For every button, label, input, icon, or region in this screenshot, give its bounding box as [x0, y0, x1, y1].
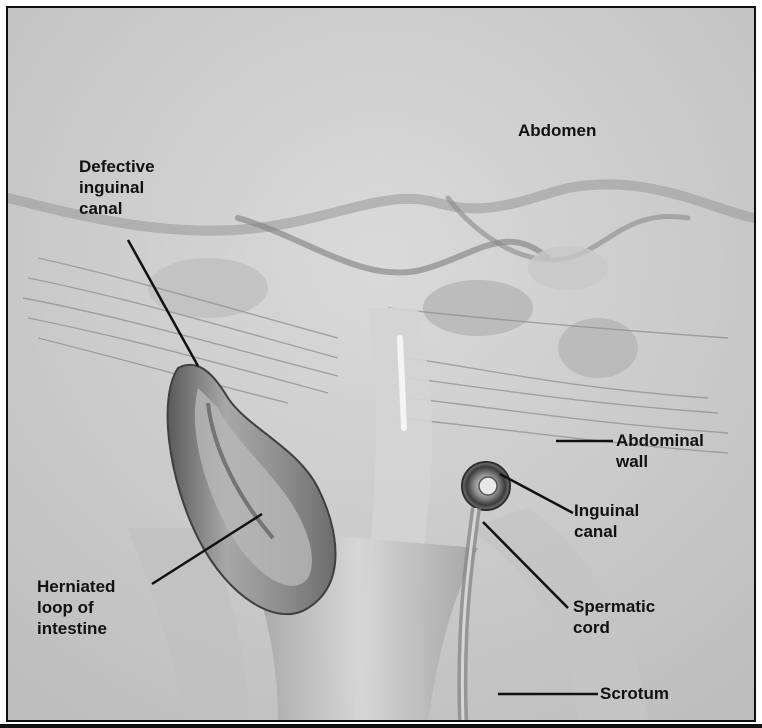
label-spermatic-cord: Spermatic cord: [573, 596, 655, 638]
label-abdominal-wall: Abdominal wall: [616, 430, 704, 472]
ring-center: [479, 477, 497, 495]
label-defective-inguinal-canal: Defective inguinal canal: [79, 156, 155, 219]
bottom-rule: [0, 724, 762, 728]
label-abdomen: Abdomen: [518, 120, 596, 141]
illustration-frame: Abdomen Defective inguinal canal Abdomin…: [6, 6, 756, 722]
label-scrotum: Scrotum: [600, 683, 669, 704]
label-herniated-loop: Herniated loop of intestine: [37, 576, 115, 639]
label-inguinal-canal: Inguinal canal: [574, 500, 639, 542]
highlight: [400, 338, 404, 428]
